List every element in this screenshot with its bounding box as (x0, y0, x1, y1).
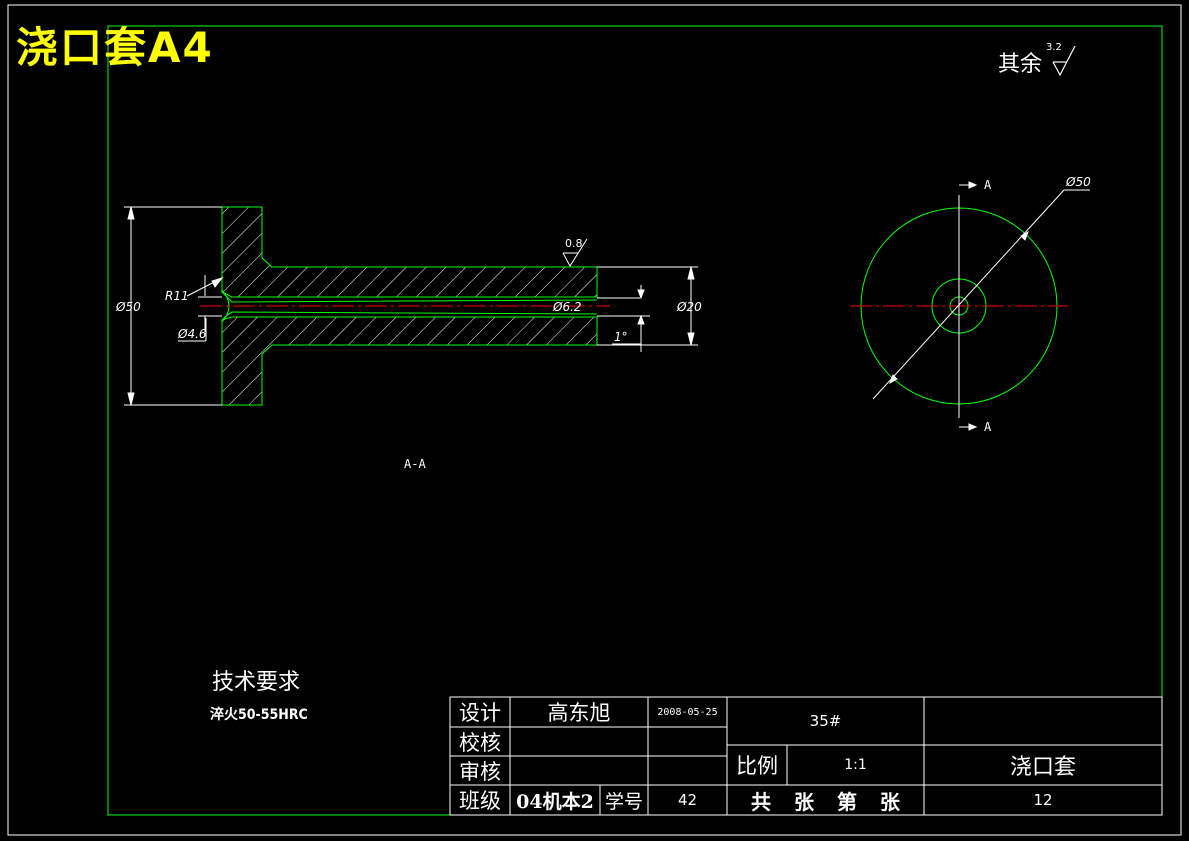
tb-designer: 高东旭 (547, 701, 611, 725)
tb-date: 2008-05-25 (657, 706, 718, 718)
tb-check-label: 校核 (459, 730, 501, 755)
dim-d20: Ø20 (677, 300, 702, 314)
tech-requirements-title: 技术要求 (212, 670, 301, 695)
tb-drawing-no: 12 (1033, 791, 1053, 809)
dim-d50-left: Ø50 (116, 300, 141, 314)
dim-angle: 1° (614, 330, 628, 344)
section-mark-bottom: A (984, 420, 992, 434)
roughness-note: 其余 (998, 52, 1043, 77)
roughness-symbol-general (1052, 45, 1076, 77)
dim-d50-right: Ø50 (1066, 175, 1091, 189)
tech-requirements-text: 淬火50-55HRC (210, 707, 308, 723)
end-view (850, 181, 1090, 431)
tb-student-no: 42 (677, 791, 698, 809)
title-block (449, 696, 1163, 816)
dim-d4-6: Ø4.6 (178, 327, 207, 341)
section-view-label: A-A (404, 457, 426, 471)
tb-class-value: 04机本2 (516, 790, 594, 813)
tb-sheets: 共 张 第 张 (751, 789, 900, 814)
tb-student-no-label: 学号 (604, 790, 643, 813)
dim-d6-2: Ø6.2 (553, 300, 582, 314)
tb-scale: 1:1 (844, 757, 867, 773)
tb-review-label: 审核 (459, 759, 501, 784)
sheet-title: 浇口套A4 (16, 23, 214, 72)
tb-class-label: 班级 (459, 789, 501, 813)
tb-scale-label: 比例 (736, 754, 778, 778)
roughness-note-value: 3.2 (1046, 42, 1062, 53)
tb-design-label: 设计 (459, 701, 501, 725)
dim-roughness-bore: 0.8 (565, 237, 583, 250)
section-mark-top: A (984, 178, 992, 192)
dim-r11: R11 (165, 289, 189, 303)
tb-material: 35# (809, 712, 842, 730)
hatched-body (221, 206, 598, 298)
outer-frame (7, 4, 1182, 836)
section-view (124, 206, 698, 406)
tb-part-name: 浇口套 (1009, 755, 1076, 780)
